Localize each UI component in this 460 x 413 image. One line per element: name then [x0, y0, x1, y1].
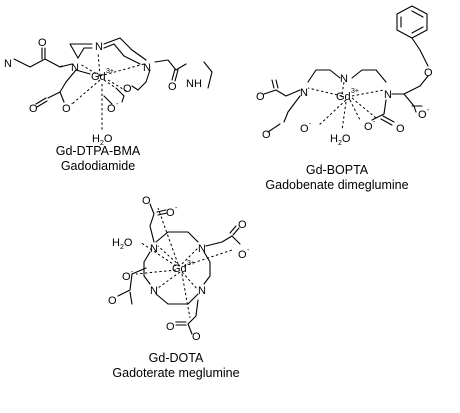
atom-o-minus-dota-left: O	[122, 271, 131, 283]
atom-n-dota-2: N	[198, 243, 206, 255]
metal-charge-1: 3+	[106, 68, 114, 75]
atom-o-minus-dota-bottom: O	[166, 321, 175, 333]
charge-minus-dota-top: -	[175, 205, 178, 212]
charge-minus-bopta-2: -	[373, 119, 376, 126]
metal-charge-3: 3+	[187, 260, 195, 267]
atom-n-bopta-2: N	[340, 73, 348, 85]
charge-minus-1: -	[71, 101, 74, 108]
compound-name-gd-bopta: Gd-BOPTA	[306, 163, 369, 177]
charge-minus-dota-right: -	[247, 247, 250, 254]
caption-gd-dota: Gd-DOTA Gadoterate meglumine	[112, 351, 239, 380]
atom-o-minus-bopta-1: O	[300, 123, 309, 135]
atom-o-minus-dota-top: O	[166, 207, 175, 219]
atom-o-minus-dota-right: O	[238, 249, 247, 261]
structure-gd-bopta: O N N N O O O - O - O O - Gd 3+ H2O	[256, 5, 433, 147]
caption-gd-bopta: Gd-BOPTA Gadobenate dimeglumine	[265, 163, 408, 192]
atom-o-dota-right: O	[238, 219, 247, 231]
metal-gd-1: Gd	[91, 71, 106, 83]
atom-o-minus-1: O	[62, 103, 71, 115]
charge-minus-bopta-3: -	[427, 107, 430, 114]
atom-o-bopta-3: O	[396, 123, 405, 135]
atom-o-amide-left: O	[38, 37, 47, 49]
atom-o-dota-bottom: O	[192, 331, 201, 343]
charge-minus-bopta-1: -	[309, 121, 312, 128]
atom-n-dota-3: N	[198, 285, 206, 297]
atom-n-bopta-1: N	[300, 87, 308, 99]
atom-o-ether: O	[424, 67, 433, 79]
charge-minus-2: -	[116, 101, 119, 108]
atom-n-backbone-2: N	[95, 41, 103, 53]
atom-n-backbone-3: N	[143, 62, 151, 74]
compound-name-gd-dtpa-bma: Gd-DTPA-BMA	[56, 144, 141, 158]
atom-o-minus-bopta-2: O	[364, 121, 373, 133]
compound-common-name-gadoterate: Gadoterate meglumine	[112, 366, 239, 380]
structure-gd-dota: N N N N O O - O O - O - O O O - Gd 3+ H2…	[108, 195, 250, 343]
atom-o-bopta-2: O	[262, 129, 271, 141]
water-ligand-1: H2O	[92, 133, 113, 147]
compound-common-name-gadodiamide: Gadodiamide	[61, 159, 135, 173]
atom-o-dota-left: O	[108, 295, 117, 307]
charge-minus-dota-bottom: -	[175, 319, 178, 326]
compound-name-gd-dota: Gd-DOTA	[149, 351, 204, 365]
atom-n-dota-1: N	[150, 243, 158, 255]
atom-n-dota-4: N	[150, 285, 158, 297]
water-ligand-2: H2O	[330, 133, 351, 147]
atom-o-amide-right: O	[168, 81, 177, 93]
atom-o-carboxylate-2: O	[123, 83, 132, 95]
metal-gd-3: Gd	[172, 263, 187, 275]
metal-gd-2: Gd	[336, 91, 351, 103]
atom-o-minus-bopta-3: O	[418, 109, 427, 121]
water-ligand-3: H2O	[112, 237, 133, 251]
structure-gd-dtpa-bma: N N N N NH O O - O O - O O Gd 3+ H2O	[4, 37, 213, 147]
atom-o-bopta-1: O	[256, 91, 265, 103]
charge-minus-dota-left: -	[131, 269, 134, 276]
atom-o-minus-2: O	[107, 103, 116, 115]
atom-n-amide-left: N	[4, 58, 12, 70]
atom-n-backbone-1: N	[71, 62, 79, 74]
caption-gd-dtpa-bma: Gd-DTPA-BMA Gadodiamide	[56, 144, 141, 173]
atom-n-bopta-3: N	[384, 89, 392, 101]
atom-nh-amide-right: NH	[186, 78, 202, 90]
atom-o-dota-top: O	[142, 195, 151, 207]
metal-charge-2: 3+	[351, 88, 359, 95]
atom-o-carboxylate-1: O	[29, 103, 38, 115]
compound-common-name-gadobenate: Gadobenate dimeglumine	[265, 178, 408, 192]
